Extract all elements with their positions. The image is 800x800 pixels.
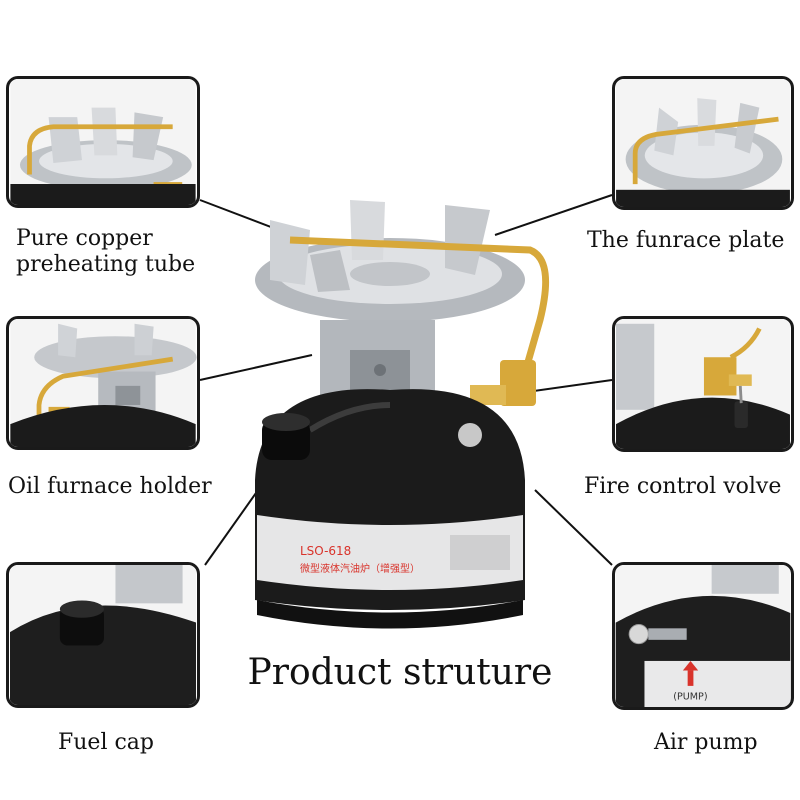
oil-holder-photo xyxy=(10,319,197,447)
stove-main-photo: LSO-618 微型液体汽油炉（增强型） xyxy=(200,180,580,650)
fire-valve-photo xyxy=(616,319,790,449)
furnace-plate-photo xyxy=(616,79,790,207)
fire-valve-label: Fire control volve xyxy=(584,474,782,499)
air-pump-panel: (PUMP) xyxy=(612,562,794,710)
stove-model-text: LSO-618 xyxy=(300,544,351,558)
air-pump-pump-text: (PUMP) xyxy=(673,691,707,702)
fuel-cap-panel xyxy=(6,562,200,708)
oil-holder-panel xyxy=(6,316,200,450)
furnace-plate-label: The funrace plate xyxy=(587,228,785,253)
air-pump-label: Air pump xyxy=(654,730,758,755)
page-title: Product struture xyxy=(247,652,553,693)
copper-tube-photo xyxy=(10,79,196,205)
fuel-cap-photo xyxy=(9,565,197,705)
air-pump-photo: (PUMP) xyxy=(615,565,791,707)
stove-subtitle-text: 微型液体汽油炉（增强型） xyxy=(300,562,420,575)
furnace-plate-panel xyxy=(612,76,794,210)
copper-tube-label: Pure copper preheating tube xyxy=(16,226,196,277)
fuel-cap-label: Fuel cap xyxy=(58,730,155,755)
fire-valve-panel xyxy=(612,316,794,452)
oil-holder-label: Oil furnace holder xyxy=(8,474,212,499)
stove-illustration: LSO-618 微型液体汽油炉（增强型） xyxy=(255,200,550,629)
copper-tube-panel xyxy=(6,76,200,208)
